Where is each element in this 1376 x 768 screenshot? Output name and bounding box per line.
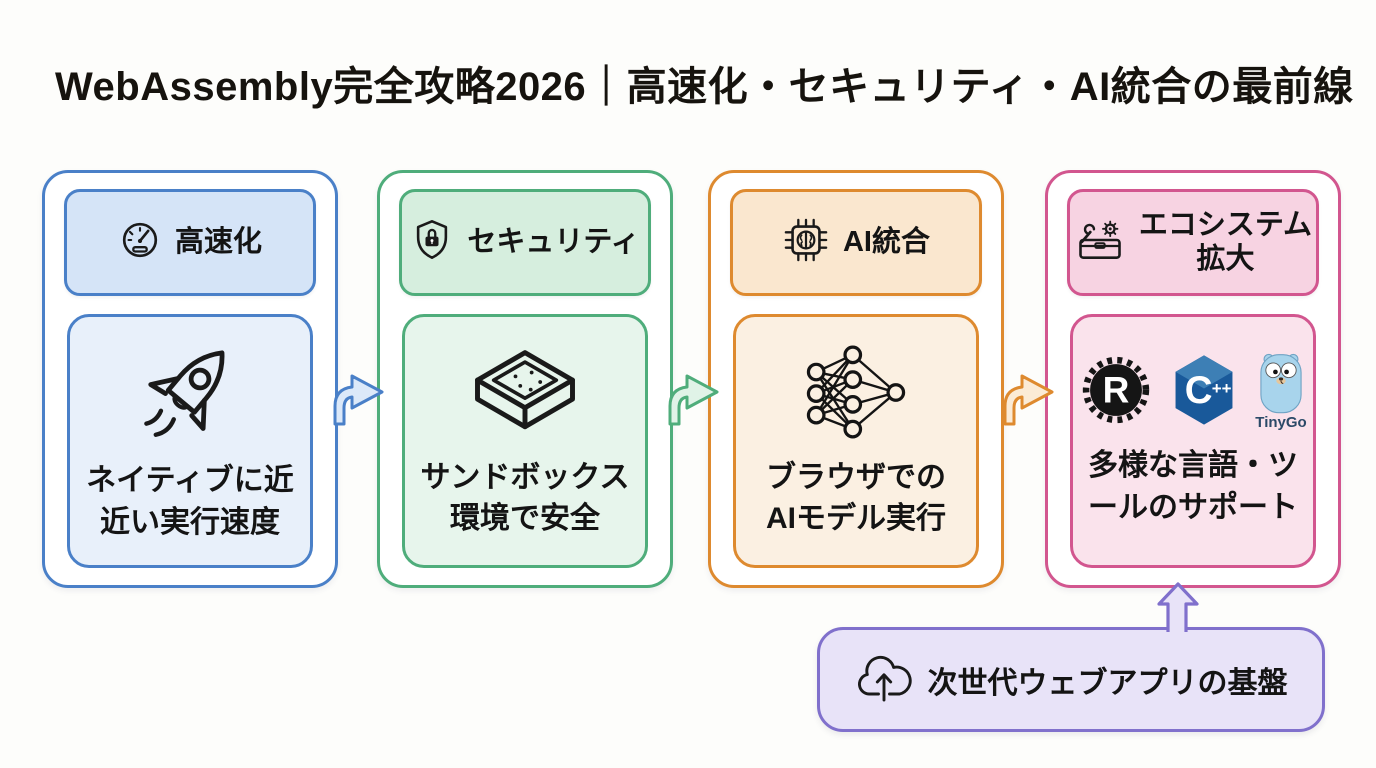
- foundation-label: 次世代ウェブアプリの基盤: [927, 666, 1288, 700]
- rocket-icon: [134, 339, 246, 450]
- feature-column-speed: 高速化 ネイティブに近 近い実行速度: [42, 170, 338, 588]
- flow-arrow-icon: [668, 374, 719, 426]
- column-body: ネイティブに近 近い実行速度: [67, 314, 313, 568]
- cpp-logo: C ++: [1165, 350, 1243, 435]
- column-header: AI統合: [730, 189, 982, 296]
- column-body-text: サンドボックス 環境で安全: [420, 460, 630, 535]
- column-body: R C ++: [1070, 314, 1316, 568]
- column-body-text: ブラウザでの AIモデル実行: [766, 460, 946, 535]
- feature-column-ecosystem: エコシステム 拡大 R C ++: [1045, 170, 1341, 588]
- flow-arrow-icon: [333, 374, 384, 426]
- column-header-label: エコシステム 拡大: [1138, 208, 1313, 275]
- column-body: ブラウザでの AIモデル実行: [733, 314, 979, 568]
- sandbox-icon: [468, 343, 582, 447]
- toolbox-icon: [1074, 216, 1126, 269]
- column-header-label: 高速化: [174, 225, 262, 258]
- neural-network-icon: [800, 343, 912, 447]
- shield-lock-icon: [410, 218, 454, 267]
- column-header: 高速化: [64, 189, 316, 296]
- language-logos: R C ++: [1076, 350, 1310, 435]
- svg-text:R: R: [1103, 369, 1130, 411]
- column-body: サンドボックス 環境で安全: [402, 314, 648, 568]
- chip-brain-icon: [782, 216, 830, 269]
- column-header: エコシステム 拡大: [1067, 189, 1319, 296]
- rust-logo: R: [1076, 350, 1156, 435]
- cloud-upload-icon: [855, 652, 913, 707]
- column-body-text: ネイティブに近 近い実行速度: [86, 464, 294, 539]
- svg-text:++: ++: [1212, 379, 1232, 398]
- column-header-label: AI統合: [842, 225, 930, 258]
- up-arrow: [1157, 582, 1199, 632]
- feature-column-ai: AI統合: [708, 170, 1004, 588]
- feature-column-security: セキュリティ サンドボックス 環境で安全: [377, 170, 673, 588]
- column-body-text: 多様な言語・ツ ールのサポート: [1088, 449, 1298, 524]
- page-title: WebAssembly完全攻略2026｜高速化・セキュリティ・AI統合の最前線: [55, 65, 1354, 109]
- flow-arrow-icon: [1003, 374, 1054, 426]
- foundation-box: 次世代ウェブアプリの基盤: [817, 627, 1325, 732]
- column-header-label: セキュリティ: [467, 225, 640, 258]
- tinygo-logo: TinyGo: [1252, 350, 1310, 430]
- svg-text:C: C: [1185, 369, 1213, 412]
- gauge-icon: [118, 218, 162, 267]
- column-header: セキュリティ: [399, 189, 651, 296]
